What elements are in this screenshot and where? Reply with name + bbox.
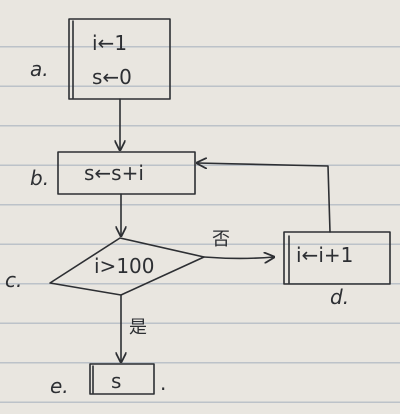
node-e: e. s . xyxy=(50,363,166,398)
node-e-label: e. xyxy=(50,374,69,398)
node-a-label: a. xyxy=(30,57,49,81)
node-d-label: d. xyxy=(330,285,349,309)
node-b-box xyxy=(57,151,196,195)
edge-c-to-d xyxy=(203,257,274,259)
edge-c-to-d-label: 否 xyxy=(212,229,230,250)
edge-d-to-b xyxy=(197,163,331,233)
node-c-label: c. xyxy=(5,268,22,292)
edge-c-to-e-label: 是 xyxy=(129,317,147,338)
node-b-label: b. xyxy=(30,166,49,190)
node-a-line-1: i←1 xyxy=(92,31,127,55)
node-e-line-1: s xyxy=(111,369,121,393)
node-c-line-1: i>100 xyxy=(94,254,155,278)
node-e-trailing-mark: . xyxy=(160,371,166,395)
node-b: b. s←s+i xyxy=(30,151,196,195)
node-d-box xyxy=(283,231,391,285)
node-e-box xyxy=(89,363,155,395)
node-b-line-1: s←s+i xyxy=(84,161,144,185)
node-d: d. i←i+1 xyxy=(283,231,391,309)
node-a: a. i←1 s←0 xyxy=(30,18,171,100)
node-d-line-1: i←i+1 xyxy=(296,243,353,267)
node-a-line-2: s←0 xyxy=(92,65,132,89)
node-c: c. i>100 xyxy=(5,237,205,296)
